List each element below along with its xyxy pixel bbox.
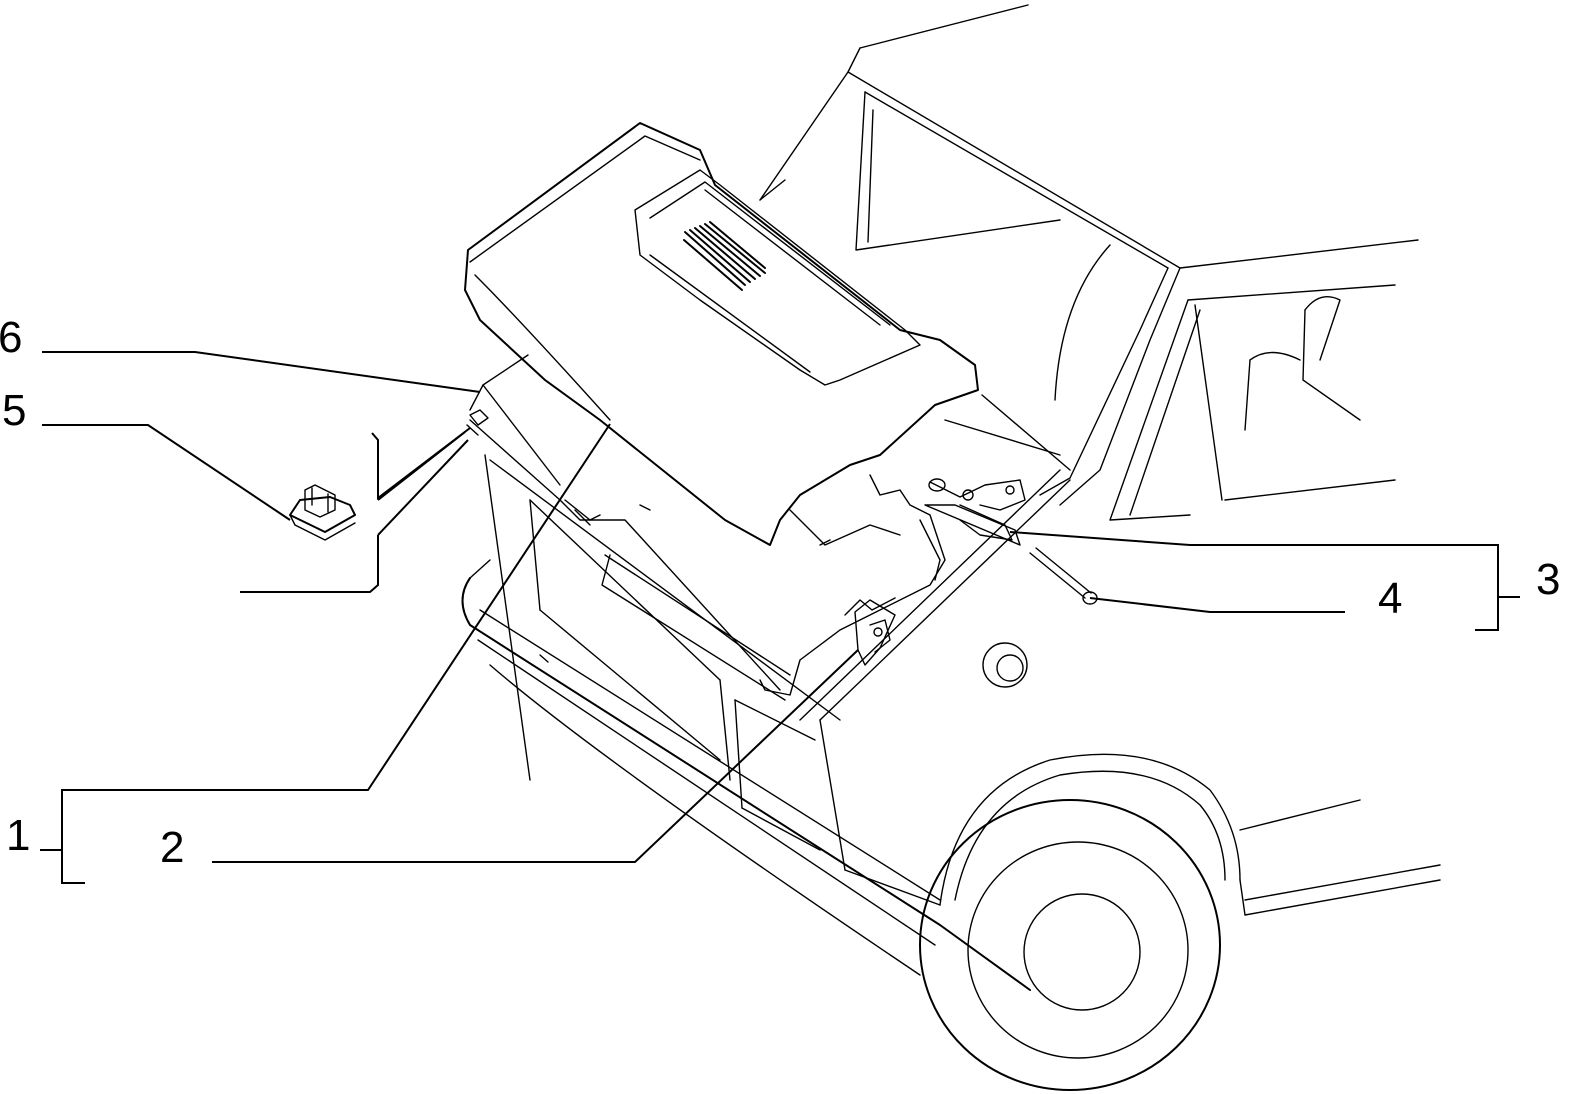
hood-hinge <box>924 478 1026 546</box>
callout-3: 3 <box>1536 555 1560 604</box>
callout-1: 1 <box>6 811 30 860</box>
retaining-clip <box>289 484 356 541</box>
callout-2: 2 <box>160 823 184 872</box>
bonnet-hood <box>464 122 979 546</box>
callout-labels: 6 5 1 2 3 4 <box>0 313 1560 872</box>
rubber-bump-stop <box>466 409 489 436</box>
hood-vent-slots <box>683 221 766 291</box>
car-body-outline <box>461 4 1441 1091</box>
callout-6: 6 <box>0 313 22 362</box>
hood-latch <box>854 599 896 666</box>
callout-4: 4 <box>1378 574 1402 623</box>
hinge-pin <box>1029 547 1098 605</box>
callout-5: 5 <box>2 386 26 435</box>
leader-lines <box>40 351 1520 884</box>
